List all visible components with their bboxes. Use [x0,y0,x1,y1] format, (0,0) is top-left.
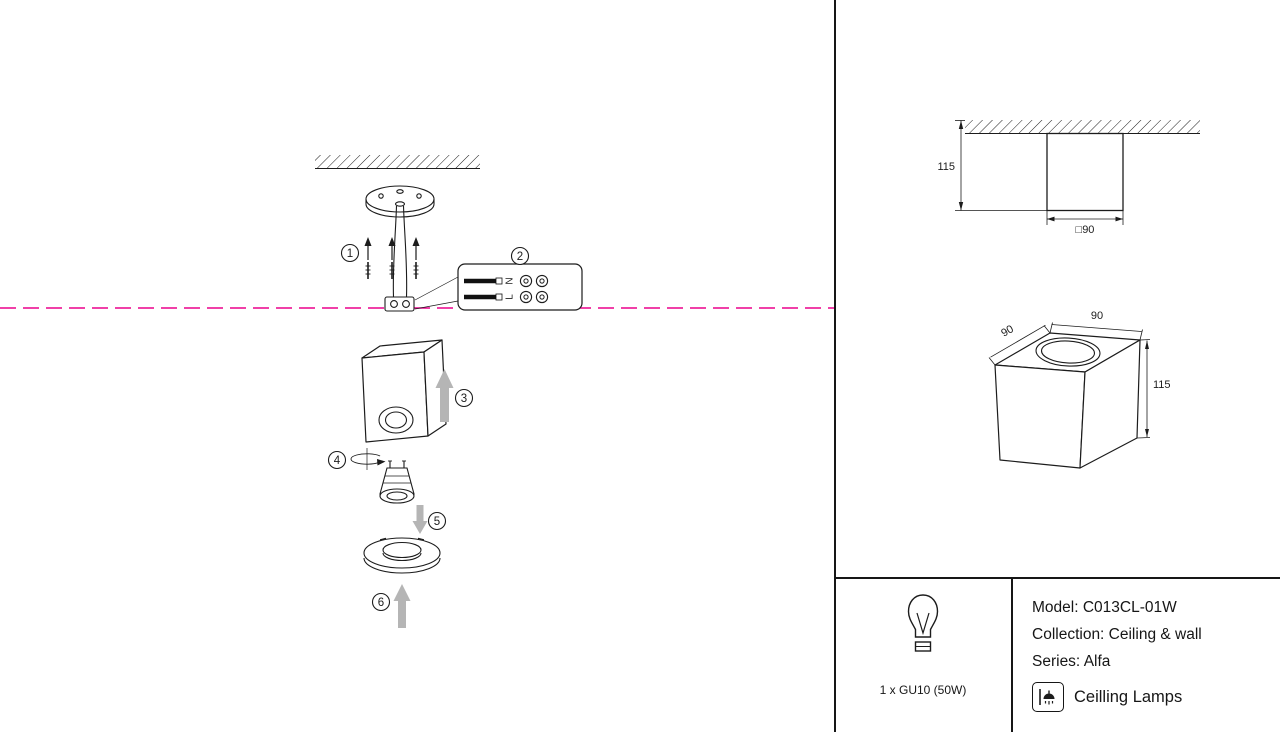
step-4-badge: 4 [327,450,347,470]
svg-text:115: 115 [1153,379,1171,391]
perspective-height-dim: 115 [1136,339,1171,439]
collection-text: Collection: Ceiling & wall [1032,626,1202,643]
svg-text:2: 2 [517,251,523,263]
svg-text:90: 90 [999,323,1016,340]
svg-text:4: 4 [334,455,341,467]
svg-text:6: 6 [378,597,384,609]
category-row: Ceilling Lamps [1032,682,1280,712]
front-view-width-dim: □90 [1046,211,1124,236]
spec-vertical-divider [1011,577,1013,732]
terminal-n-label: N [505,277,516,284]
assembly-diagram: 1 N L [0,155,835,628]
svg-text:3: 3 [461,393,467,405]
detail-leader-bottom [414,300,459,310]
spec-horizontal-divider [834,577,1280,579]
step-6-arrow-up [393,584,411,628]
gu10-bulb [379,460,415,504]
bulb-icon [907,594,939,652]
perspective-top-depth-dim: 90 [988,323,1051,366]
trim-ring [363,537,441,574]
perspective-top-width-dim: 90 [1049,310,1143,341]
model-text: Model: C013CL-01W [1032,599,1177,616]
terminal-block [384,296,415,312]
ceiling-surface [315,155,480,169]
mounting-screws [364,237,420,279]
step-1-badge: 1 [340,243,360,263]
step-5-arrow-down [412,505,428,534]
product-info-cell: Model: C013CL-01W Collection: Ceiling & … [1014,579,1280,731]
svg-text:□90: □90 [1076,224,1095,236]
lamp-body [361,339,447,443]
mounting-plate [365,185,435,218]
svg-text:90: 90 [1091,310,1103,322]
bulb-spec-cell: 1 x GU10 (50W) [836,579,1010,731]
step-5-badge: 5 [427,511,447,531]
category-label: Ceilling Lamps [1074,687,1183,706]
rotation-arrow [350,448,386,470]
svg-text:5: 5 [434,516,440,528]
series-text: Series: Alfa [1032,653,1111,670]
detail-leader-top [414,276,459,301]
perspective-view [994,332,1141,469]
main-vertical-divider [834,0,836,732]
svg-text:1: 1 [347,248,353,260]
supply-wires [392,205,408,298]
step-2-badge: 2 [510,246,530,266]
front-view-height-dim: 115 [937,120,1047,211]
step-3-badge: 3 [454,388,474,408]
dimension-drawings: 115 □90 90 90 [937,120,1200,469]
svg-text:115: 115 [937,161,955,173]
bulb-spec-label: 1 x GU10 (50W) [879,683,967,697]
step-6-badge: 6 [371,592,391,612]
step-3-arrow-up [435,369,454,422]
ceiling-lamp-icon [1032,682,1064,712]
front-view [965,120,1200,212]
terminal-l-label: L [505,294,516,300]
terminal-detail: N L [457,263,583,311]
